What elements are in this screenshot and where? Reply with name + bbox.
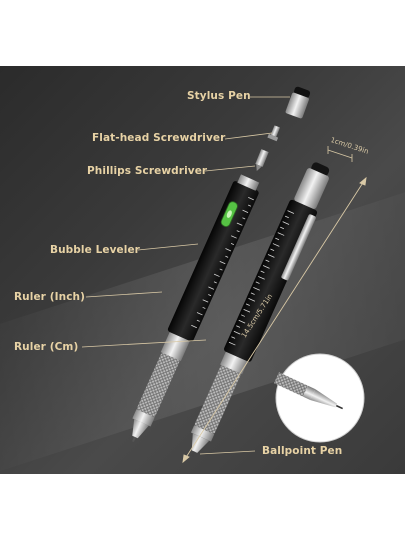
left-pen [132, 174, 260, 443]
label-ruler-cm: Ruler (Cm) [14, 341, 79, 353]
phillips-bit [255, 149, 269, 171]
ballpoint-zoom-inset [273, 353, 365, 443]
label-bubble-leveler: Bubble Leveler [50, 244, 140, 256]
stylus-cap [285, 86, 311, 119]
length-dimension-arrow [182, 176, 367, 464]
label-ruler-inch: Ruler (Inch) [14, 291, 85, 303]
width-dimension-arrow [327, 146, 353, 162]
right-pen [190, 162, 330, 457]
callout-leader-lines [81, 96, 290, 455]
label-flathead-screwdriver: Flat-head Screwdriver [92, 132, 226, 144]
label-ballpoint-pen: Ballpoint Pen [262, 445, 343, 457]
label-stylus-pen: Stylus Pen [187, 90, 251, 102]
flathead-bit [267, 125, 281, 142]
label-phillips-screwdriver: Phillips Screwdriver [87, 165, 208, 177]
